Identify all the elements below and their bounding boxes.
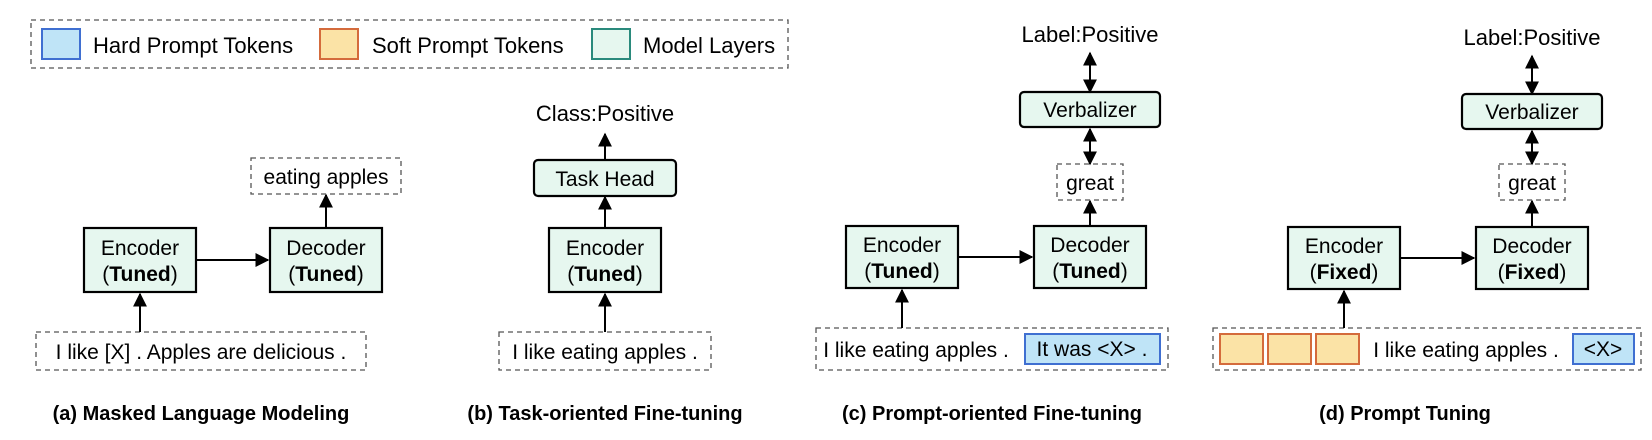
panel-c-caption: (c) Prompt-oriented Fine-tuning [842, 403, 1142, 425]
panel-d-word-box [1498, 163, 1566, 201]
panel-b-input-box [498, 331, 712, 371]
panel-c-encoder-box [844, 224, 960, 290]
panel-a-caption: (a) Masked Language Modeling [53, 403, 350, 425]
panel-b-encoder-label: Encoder [566, 237, 644, 260]
legend-model-swatch [591, 28, 631, 60]
panel-c-hard-prompt-text: It was <X> . [1037, 338, 1148, 361]
panel-c-encoder-label: Encoder [863, 234, 941, 257]
panel-b-task-head-label: Task Head [555, 168, 654, 191]
panel-c-encoder-state: (Tuned) [864, 260, 939, 283]
legend-soft-label: Soft Prompt Tokens [372, 33, 564, 58]
panel-a-encoder-label: Encoder [101, 237, 179, 260]
panel-c-word-text: great [1066, 172, 1114, 195]
panel-d-input-text: I like eating apples . [1373, 339, 1559, 362]
panel-c-hard-prompt-box [1024, 333, 1161, 365]
panel-a-input-box [35, 331, 367, 371]
panel-d-decoder-box [1474, 225, 1590, 291]
panel-a-encoder-state: (Tuned) [102, 263, 177, 286]
panel-c-input-box [815, 327, 1169, 371]
legend-soft-swatch [319, 28, 359, 60]
panel-a-output-text: eating apples [264, 166, 389, 189]
panel-d-decoder-state: (Fixed) [1498, 261, 1567, 284]
panel-b-encoder-box [547, 226, 663, 294]
panel-c-word-box [1056, 163, 1124, 201]
panel-d: I like eating apples . <X> Encoder (Fixe… [1212, 25, 1642, 425]
panel-b-output-text: Class:Positive [536, 101, 674, 126]
panel-c-decoder-box [1032, 224, 1148, 290]
panel-b-encoder-state: (Tuned) [567, 263, 642, 286]
panel-b-caption: (b) Task-oriented Fine-tuning [467, 403, 742, 425]
panel-c-output-text: Label:Positive [1022, 22, 1159, 47]
legend-frame [30, 19, 789, 69]
panel-d-hard-prompt-box [1572, 333, 1635, 365]
panel-d-caption: (d) Prompt Tuning [1319, 403, 1491, 425]
panel-a-decoder-state: (Tuned) [288, 263, 363, 286]
panel-d-input-box [1212, 327, 1642, 371]
panel-a: I like [X] . Apples are delicious . Enco… [35, 157, 402, 425]
panel-d-verbalizer-label: Verbalizer [1485, 101, 1578, 124]
panel-c-input-text: I like eating apples . [823, 339, 1009, 362]
panel-a-output-box [250, 157, 402, 195]
panel-d-output-text: Label:Positive [1464, 25, 1601, 50]
panel-a-decoder-label: Decoder [286, 237, 365, 260]
panel-a-input-text: I like [X] . Apples are delicious . [56, 341, 347, 364]
legend-hard-label: Hard Prompt Tokens [93, 33, 293, 58]
legend-hard-swatch [41, 28, 81, 60]
panel-c: I like eating apples . It was <X> . Enco… [815, 22, 1169, 425]
panel-d-encoder-state: (Fixed) [1310, 261, 1379, 284]
panel-d-soft-token-3 [1315, 333, 1360, 365]
legend-model-label: Model Layers [643, 33, 775, 58]
panel-d-decoder-label: Decoder [1492, 235, 1571, 258]
panel-c-verbalizer-label: Verbalizer [1043, 99, 1136, 122]
panel-b-input-text: I like eating apples . [512, 341, 698, 364]
panel-b: I like eating apples . Encoder (Tuned) T… [467, 101, 742, 425]
panel-d-encoder-box [1286, 225, 1402, 291]
panel-d-soft-token-2 [1267, 333, 1312, 365]
panel-c-decoder-state: (Tuned) [1052, 260, 1127, 283]
panel-c-decoder-label: Decoder [1050, 234, 1129, 257]
panel-d-soft-token-1 [1219, 333, 1264, 365]
panel-d-hard-prompt-text: <X> [1584, 338, 1623, 361]
legend: Hard Prompt Tokens Soft Prompt Tokens Mo… [30, 19, 789, 69]
panel-d-word-text: great [1508, 172, 1556, 195]
panel-d-encoder-label: Encoder [1305, 235, 1383, 258]
panel-a-decoder-box [268, 226, 384, 294]
